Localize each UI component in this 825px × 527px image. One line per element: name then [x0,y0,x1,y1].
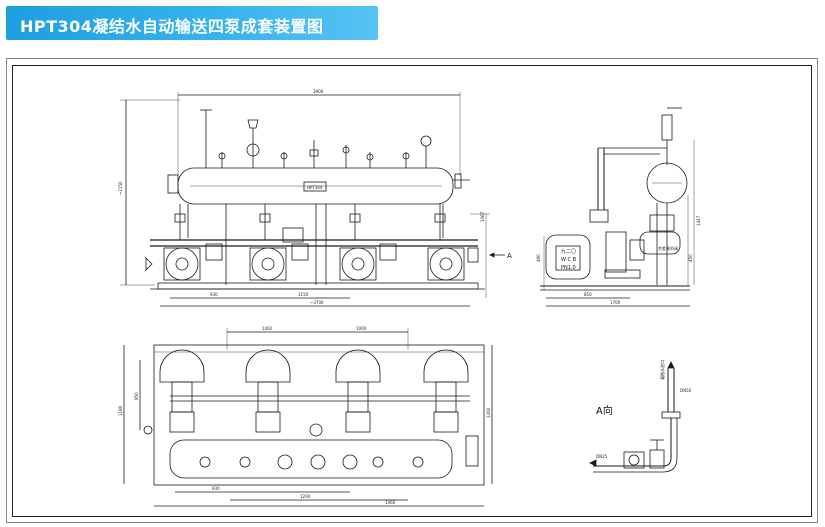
pressure-gauge-icon [420,135,432,147]
front-pump-3 [339,247,377,281]
plan-tank [169,439,453,479]
plan-dim-right: 1260 [486,407,491,418]
front-dim-top: 3900 [313,89,324,94]
plan-dim-bottom-3: 1460 [385,500,396,505]
side-dim-left: 490 [536,254,541,262]
page-title: HPT304凝结水自动输送四泵成套装置图 [20,17,324,36]
drawing-inner-frame [12,65,812,517]
front-base-frame [157,282,479,290]
plate-line-3: PN1.0 [561,265,576,271]
front-pump-4 [427,247,465,281]
plan-pump-2 [245,349,291,433]
side-safety-valve [661,114,673,141]
plan-frame [153,344,485,486]
side-view [540,107,695,307]
tank-nameplate [303,181,327,192]
a-view [589,361,681,473]
a-view-title: A向 [596,404,613,417]
plan-dim-bottom-2: 1200 [300,494,311,499]
plan-view [123,328,493,507]
plan-dim-top-2: 1000 [356,326,367,331]
tank-label: HPT304 [307,185,323,190]
front-view [120,92,505,307]
side-vessel [545,234,591,280]
plan-pump-4 [423,349,469,433]
drawing-outer-frame [6,58,818,523]
front-dim-mid: 1067 [480,211,485,222]
plan-dim-top-1: 1402 [262,326,273,331]
front-pump-2 [249,247,287,281]
front-dim-height: ~2150 [118,181,123,195]
plan-dim-left-2: 1180 [118,405,123,416]
plan-dim-left-1: 950 [134,392,139,400]
front-dim-bottom-2: 1150 [298,292,309,297]
side-dim-right: 450 [688,254,693,262]
a-view-inlet-label: DN50 [680,388,692,393]
a-view-outlet-label: DN25 [596,454,608,459]
title-banner: HPT304凝结水自动输送四泵成套装置图 [6,6,378,40]
view-a-label: A [507,252,512,260]
plate-line-2: W C B [561,257,577,263]
valve-wheel-icon [246,143,260,157]
a-view-inlet-text: 凝结水进口 [659,360,665,380]
side-nameplate [555,245,581,271]
plan-dim-bottom-1: 930 [212,486,220,491]
side-gauge-label: 余差调节阀 [658,245,678,251]
front-pump-1 [163,247,201,281]
side-dim-width-1: 850 [584,292,592,297]
front-dim-bottom-3: ~3700 [310,300,324,305]
plan-pump-3 [335,349,381,433]
a-view-trap [623,451,645,469]
side-dim-height: 1447 [696,215,701,226]
safety-valve-icon [247,119,259,129]
plan-pump-1 [159,349,205,433]
a-view-valve [649,449,665,469]
front-dim-bottom-1: 930 [210,292,218,297]
plate-line-1: 九二〇 [561,248,576,255]
front-valve-block [282,227,304,243]
side-dim-width-2: 1700 [610,300,621,305]
